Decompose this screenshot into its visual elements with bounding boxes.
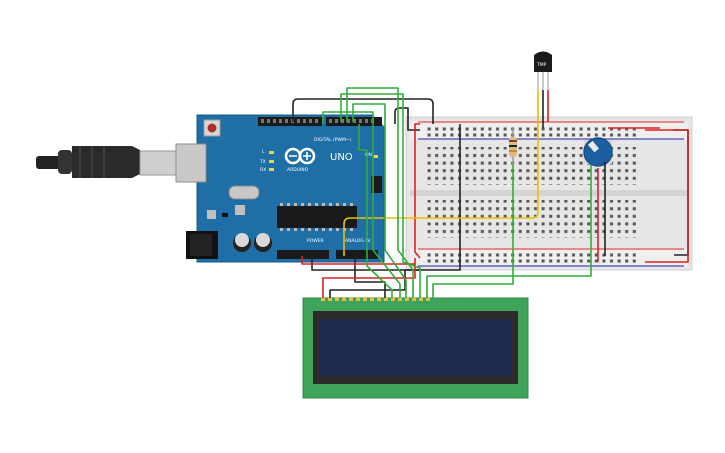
- wire-black: [311, 256, 420, 271]
- lcd-pin-header[interactable]: [321, 297, 430, 301]
- wires: [292, 87, 689, 298]
- wire-green: [426, 165, 592, 298]
- digital-label: DIGITAL (PWM~): [314, 137, 352, 143]
- analog-header[interactable]: [336, 250, 378, 259]
- wire-black: [394, 107, 420, 131]
- power-label: POWER: [307, 238, 324, 244]
- sensor-label: TMP: [536, 62, 547, 68]
- wire-black: [329, 124, 461, 298]
- tmp36-sensor[interactable]: TMP: [534, 51, 552, 91]
- wire-red: [322, 264, 416, 298]
- crystal: [228, 185, 260, 200]
- model-text: UNO: [330, 152, 353, 163]
- wire-green: [432, 165, 514, 298]
- wire-yellow: [343, 90, 539, 256]
- usb-port: [175, 143, 207, 183]
- wire-green: [352, 103, 407, 298]
- digital-header[interactable]: [258, 117, 382, 126]
- wire-black: [292, 98, 434, 124]
- analog-label: ANALOG IN: [345, 238, 370, 244]
- arduino-uno-board[interactable]: ARDUINO UNO L TX RX ON DIGITAL (PWM~) PO…: [175, 114, 385, 263]
- tx-label: TX: [259, 159, 266, 165]
- resistor[interactable]: [509, 128, 517, 165]
- wire-black: [354, 256, 386, 298]
- wire-green: [346, 87, 414, 298]
- breadboard[interactable]: [405, 116, 693, 271]
- wire-green: [322, 111, 401, 298]
- on-label: ON: [365, 152, 372, 158]
- logo-text: ARDUINO: [287, 167, 309, 173]
- wire-green: [340, 93, 421, 298]
- wire-red: [301, 256, 416, 265]
- arduino-logo: [284, 147, 316, 165]
- lcd-screen: [320, 319, 511, 376]
- rx-label: RX: [260, 167, 266, 173]
- wire-red: [414, 123, 421, 259]
- led-l-label: L: [262, 149, 265, 155]
- potentiometer[interactable]: [583, 137, 613, 167]
- atmega-chip: [277, 206, 357, 228]
- wire-green: [358, 124, 393, 298]
- wire-red: [645, 129, 689, 263]
- pot-knob[interactable]: [583, 137, 613, 167]
- icsp-header: [371, 176, 382, 193]
- lcd-16x2[interactable]: [302, 297, 529, 399]
- power-header[interactable]: [277, 250, 329, 259]
